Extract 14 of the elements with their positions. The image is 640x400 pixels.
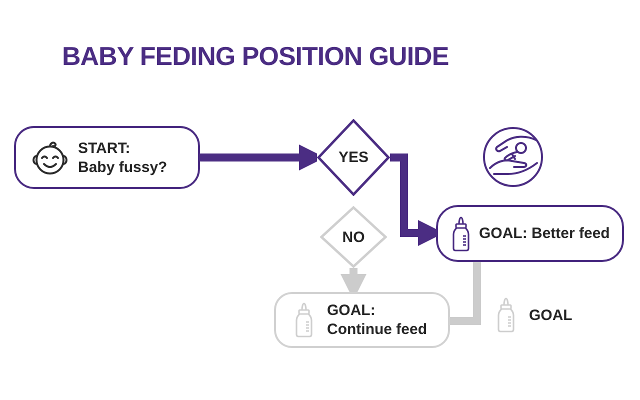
step-label: GOAL: Better feed xyxy=(479,224,610,243)
decision-diamond xyxy=(317,119,390,196)
decision-diamond xyxy=(320,206,387,268)
step-label: START: xyxy=(78,138,132,158)
decision-label: NO xyxy=(342,230,365,244)
step-label: Baby fussy? xyxy=(78,158,168,176)
page-title: BABY FEDING POSITION GUIDE xyxy=(62,40,449,72)
step-label: GOAL: Continue feed xyxy=(327,301,428,339)
goal-box xyxy=(436,205,624,262)
goal-box xyxy=(274,292,450,348)
goal-label: GOAL xyxy=(529,306,572,324)
connector-line xyxy=(450,262,481,325)
start-box xyxy=(14,126,200,189)
decision-label: YES xyxy=(338,150,368,165)
